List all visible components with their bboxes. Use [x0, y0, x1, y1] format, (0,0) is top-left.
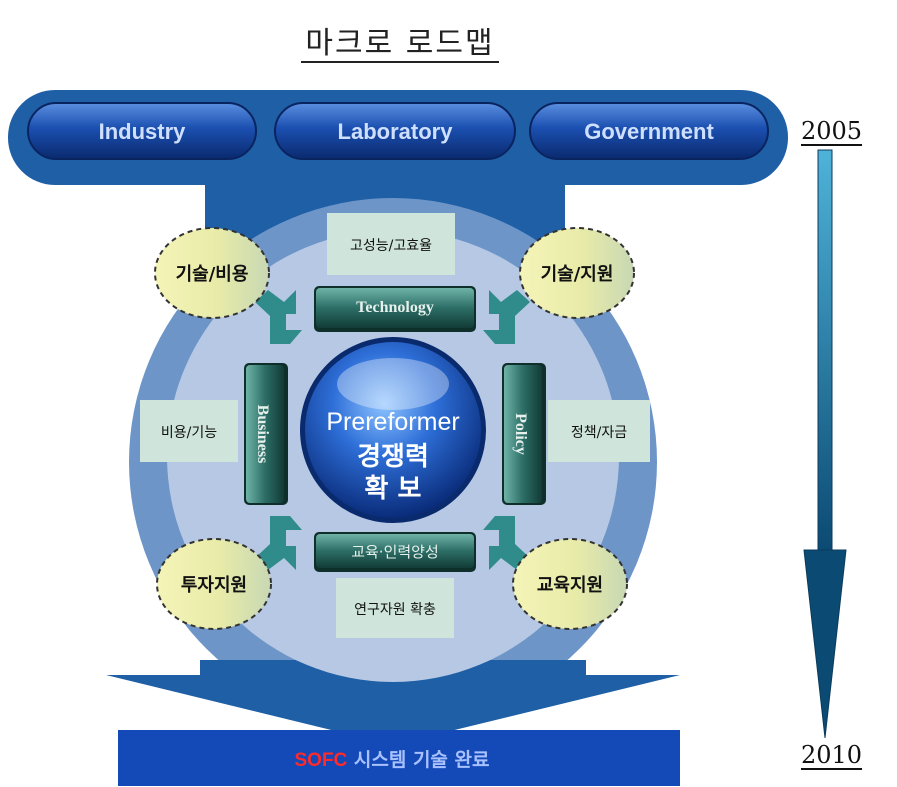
ovals: 기술/비용 기술/지원 투자지원 교육지원	[154, 227, 635, 630]
center-line1: Prereformer	[326, 408, 459, 436]
oval-top-right: 기술/지원	[541, 264, 614, 285]
box-left: 비용/기능	[161, 425, 217, 441]
year-end: 2010	[801, 741, 863, 770]
center-sphere: Prereformer 경쟁력 확 보	[300, 337, 486, 523]
text-boxes: 고성능/고효율 비용/기능 정책/자금 연구자원 확충	[140, 213, 650, 638]
bottom-banner: SOFC 시스템 기술 완료	[118, 730, 680, 786]
center-line2: 경쟁력	[357, 442, 429, 472]
bar-policy: Policy	[502, 363, 546, 505]
top-pills: Industry Laboratory Government	[27, 102, 769, 160]
banner-text: SOFC 시스템 기술 완료	[295, 749, 490, 771]
oval-bottom-left: 투자지원	[181, 575, 247, 596]
box-right: 정책/자금	[571, 425, 627, 441]
center-line3: 확 보	[365, 474, 422, 504]
box-bottom: 연구자원 확충	[354, 602, 436, 618]
box-top: 고성능/고효율	[350, 238, 432, 254]
pill-laboratory: Laboratory	[338, 119, 454, 144]
bar-label-business: Business	[254, 405, 271, 464]
bar-label-policy: Policy	[512, 413, 529, 455]
bar-business: Business	[244, 363, 288, 505]
teal-arrows	[255, 290, 530, 570]
pill-government: Government	[584, 119, 714, 144]
bar-label-technology: Technology	[356, 299, 434, 316]
bar-label-education: 교육·인력양성	[351, 543, 439, 561]
arrow-top-left-icon	[255, 290, 302, 344]
timeline-arrow	[803, 149, 847, 739]
oval-top-left: 기술/비용	[176, 264, 249, 285]
page-title: 마크로 로드맵	[0, 18, 800, 63]
oval-bottom-right: 교육지원	[537, 575, 603, 596]
bar-technology: Technology	[314, 286, 476, 332]
arrow-top-right-icon	[483, 290, 530, 344]
year-start: 2005	[801, 117, 863, 146]
arrow-bottom-right-icon	[483, 516, 530, 570]
arrow-bottom-left-icon	[255, 516, 302, 570]
pill-industry: Industry	[99, 119, 187, 144]
bar-education: 교육·인력양성	[314, 532, 476, 572]
banner-rest: 시스템 기술 완료	[347, 749, 489, 771]
banner-highlight: SOFC	[295, 750, 348, 771]
